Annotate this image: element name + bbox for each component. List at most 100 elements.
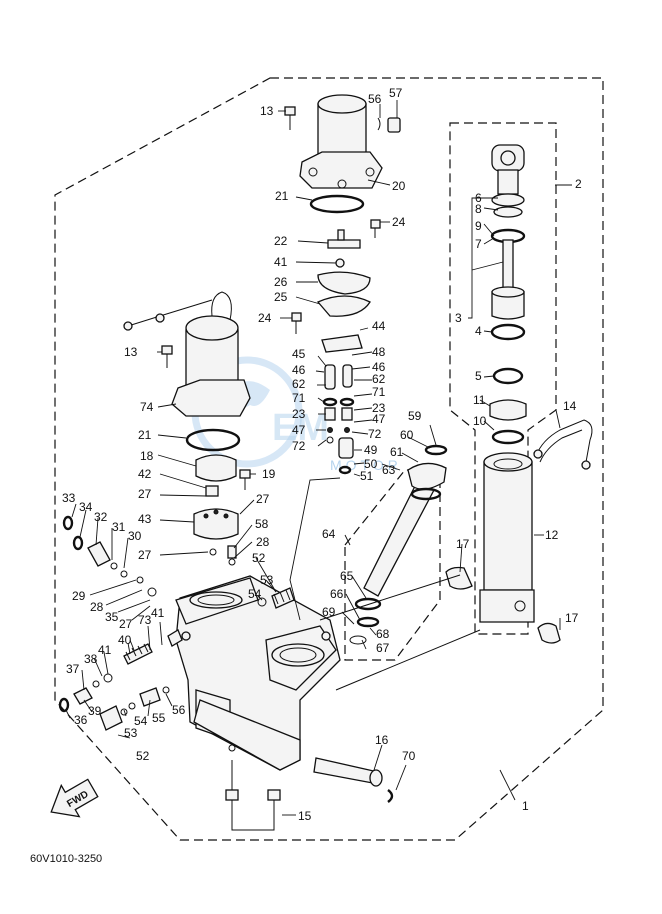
- assembly-boundary: [54, 77, 604, 841]
- bush-17-left: [445, 566, 473, 590]
- callout-39: 39: [88, 704, 102, 718]
- callout-33: 33: [62, 491, 76, 505]
- callout-10: 10: [473, 414, 487, 428]
- gasket-25: [316, 295, 371, 317]
- callout-70: 70: [402, 749, 416, 763]
- callout-56-2: 56: [172, 703, 186, 717]
- callout-29: 29: [72, 589, 86, 603]
- callout-65: 65: [340, 569, 354, 583]
- callout-38: 38: [84, 652, 98, 666]
- manual-valve-64: [349, 444, 448, 645]
- leader-lines: [65, 100, 572, 816]
- callout-36: 36: [74, 713, 88, 727]
- callout-23-1: 23: [292, 407, 306, 421]
- pump-housing: [175, 574, 481, 771]
- tilt-cylinder-assembly: [479, 144, 593, 623]
- callout-72-2: 72: [368, 427, 382, 441]
- callout-50: 50: [364, 457, 378, 471]
- bolt-13-top: [284, 106, 296, 130]
- callout-6: 6: [475, 191, 482, 205]
- callout-numbers: 1234567891011121313141516171718192021212…: [62, 86, 582, 823]
- oring-21-lower: [185, 428, 241, 452]
- fwd-arrow: FWD: [50, 778, 99, 818]
- callout-54-2: 54: [134, 714, 148, 728]
- watermark-text: MOTOR: [330, 457, 402, 473]
- callout-28-2: 28: [90, 600, 104, 614]
- callout-53-1: 53: [260, 573, 274, 587]
- gasket-44: [321, 334, 363, 353]
- bracket-22: [327, 219, 381, 268]
- diagram-code: 60V1010-3250: [30, 853, 102, 865]
- callout-37: 37: [66, 662, 80, 676]
- callout-69: 69: [322, 605, 336, 619]
- plug-42: [205, 485, 219, 497]
- callout-67: 67: [376, 641, 390, 655]
- callout-26: 26: [274, 275, 288, 289]
- callout-62-2: 62: [372, 372, 386, 386]
- callout-57: 57: [389, 86, 403, 100]
- callout-19: 19: [262, 467, 276, 481]
- pump-motor-74: [123, 291, 251, 417]
- callout-60: 60: [400, 428, 414, 442]
- shaft-16: [313, 757, 383, 787]
- callout-45: 45: [292, 347, 306, 361]
- bolt-24-lower: [291, 312, 302, 334]
- callout-68: 68: [376, 627, 390, 641]
- callout-9: 9: [475, 219, 482, 233]
- callout-5: 5: [475, 369, 482, 383]
- callout-13-1: 13: [260, 104, 274, 118]
- callout-53-2: 53: [124, 726, 138, 740]
- callout-35: 35: [105, 610, 119, 624]
- callout-11: 11: [473, 393, 486, 407]
- callout-47-2: 47: [372, 412, 386, 426]
- bush-17-right: [537, 622, 561, 644]
- callout-58: 58: [255, 517, 269, 531]
- callout-56-1: 56: [368, 92, 382, 106]
- callout-52-1: 52: [252, 551, 266, 565]
- callout-40: 40: [118, 633, 132, 647]
- callout-72-1: 72: [292, 439, 306, 453]
- callout-31: 31: [112, 520, 126, 534]
- callout-13-2: 13: [124, 345, 138, 359]
- cylinder-subassembly-boundary: [449, 122, 557, 635]
- callout-49: 49: [364, 443, 378, 457]
- callout-3: 3: [455, 311, 462, 325]
- callout-51: 51: [360, 469, 374, 483]
- pipe-15: [225, 760, 281, 831]
- callout-59: 59: [408, 409, 422, 423]
- callout-28-1: 28: [256, 535, 270, 549]
- callout-44: 44: [372, 319, 386, 333]
- callout-25: 25: [274, 290, 288, 304]
- callout-14: 14: [563, 399, 577, 413]
- callout-22: 22: [274, 234, 288, 248]
- callout-48: 48: [372, 345, 386, 359]
- callout-27-1: 27: [138, 487, 152, 501]
- right-spring-parts: [209, 545, 295, 609]
- bolt-13-lower: [161, 345, 173, 368]
- callout-47-1: 47: [292, 423, 306, 437]
- callout-7: 7: [475, 237, 482, 251]
- callout-23-2: 23: [372, 401, 386, 415]
- callout-41-3: 41: [151, 606, 165, 620]
- motor-upper-assembly: [299, 94, 383, 214]
- callout-24-1: 24: [392, 215, 406, 229]
- callout-1: 1: [522, 799, 529, 813]
- callout-2: 2: [575, 177, 582, 191]
- callout-27-3: 27: [138, 548, 152, 562]
- callout-24-2: 24: [258, 311, 272, 325]
- callout-66: 66: [330, 587, 344, 601]
- plate-26: [317, 271, 371, 295]
- callout-20: 20: [392, 179, 406, 193]
- callout-41-1: 41: [274, 255, 288, 269]
- callout-34: 34: [79, 500, 93, 514]
- screw-19: [239, 469, 251, 490]
- callout-18: 18: [140, 449, 154, 463]
- callout-16: 16: [375, 733, 389, 747]
- callout-71-1: 71: [292, 391, 306, 405]
- callout-21-2: 21: [138, 428, 152, 442]
- callout-27-4: 27: [119, 617, 133, 631]
- callout-71-2: 71: [372, 385, 386, 399]
- callout-63: 63: [382, 463, 396, 477]
- callout-55: 55: [152, 711, 166, 725]
